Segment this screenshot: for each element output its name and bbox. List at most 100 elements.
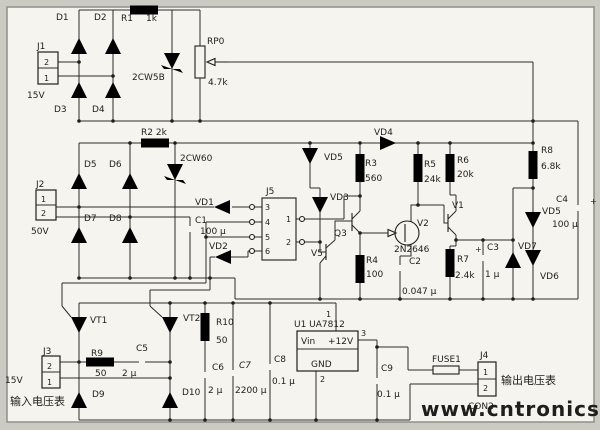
label-u1-gnd: GND <box>311 360 332 370</box>
label-j1-pin1: 1 <box>44 74 49 83</box>
label-vd5-right: VD5 <box>542 207 561 217</box>
label-vd3: VD3 <box>330 193 349 203</box>
label-c7-value: 2200 μ <box>235 386 267 396</box>
label-vd5-left: VD5 <box>324 153 343 163</box>
rp0-wiper-arrow <box>205 57 216 67</box>
connector-j4 <box>477 361 497 397</box>
label-j2: J2 <box>35 180 44 190</box>
connector-j1 <box>37 51 59 85</box>
watermark: www.cntronics.com <box>421 397 600 421</box>
label-r7: R7 <box>457 255 469 265</box>
label-r3: R3 <box>365 159 377 169</box>
label-j5-pin5: 5 <box>265 233 270 242</box>
connector-j2 <box>35 189 57 221</box>
label-r6: R6 <box>457 156 469 166</box>
label-j1-pin2: 2 <box>44 58 49 67</box>
label-2cw60: 2CW60 <box>180 154 213 164</box>
label-d1: D1 <box>56 13 69 23</box>
label-c4: C4 <box>556 195 568 205</box>
resistor-r2 <box>141 138 169 148</box>
label-fuse1: FUSE1 <box>432 355 461 365</box>
label-v5: V5 <box>311 249 323 259</box>
label-j2-pin1: 1 <box>41 195 46 204</box>
label-j5: J5 <box>265 187 274 197</box>
label-q3: Q3 <box>334 229 347 239</box>
label-r8-value: 6.8k <box>541 162 561 172</box>
label-vd6: VD6 <box>540 272 559 282</box>
label-r3-value: 560 <box>365 174 382 184</box>
label-2cw5b: 2CW5B <box>132 73 165 83</box>
label-input-voltmeter: 输入电压表 <box>10 394 65 408</box>
label-d2: D2 <box>94 13 107 23</box>
label-rp0-value: 4.7k <box>208 78 228 88</box>
label-c3-value: 1 μ <box>485 270 500 280</box>
label-d7: D7 <box>84 214 97 224</box>
label-j1-voltage: 15V <box>27 91 45 101</box>
label-r2: R2 2k <box>141 128 168 138</box>
connectors <box>35 51 497 397</box>
label-r10-value: 50 <box>216 336 228 346</box>
label-j5-pin3: 3 <box>265 203 270 212</box>
fuse-fuse1 <box>432 365 460 375</box>
label-j4-conn: CON2 <box>468 402 494 412</box>
resistor-r7 <box>445 249 455 277</box>
label-j2-pin2: 2 <box>41 209 46 218</box>
label-c9-value: 0.1 μ <box>377 390 400 400</box>
label-c6-value: 2 μ <box>208 386 223 396</box>
pulse-transformer-j5 <box>248 197 306 261</box>
connector-j3 <box>41 355 61 389</box>
label-d3: D3 <box>54 105 67 115</box>
label-d8: D8 <box>109 214 122 224</box>
label-j3-voltage: 15V <box>5 376 23 386</box>
resistor-r6 <box>445 154 455 182</box>
label-c8-value: 0.1 μ <box>272 377 295 387</box>
resistor-r3 <box>355 154 365 182</box>
label-output-voltmeter: 输出电压表 <box>501 373 556 387</box>
label-v2-part: 2N2646 <box>394 245 430 255</box>
label-rp0: RP0 <box>207 37 225 47</box>
label-r7-value: 2.4k <box>455 271 475 281</box>
label-j1: J1 <box>36 42 45 52</box>
label-j3-pin1: 1 <box>47 378 52 387</box>
label-r10: R10 <box>216 318 234 328</box>
label-vd2: VD2 <box>209 242 228 252</box>
labels: D1 D2 R1 1k D3 D4 J1 2 1 15V 2CW5B RP0 4… <box>5 13 597 412</box>
junction-dots <box>77 60 535 422</box>
label-vt1: VT1 <box>90 316 107 326</box>
label-r1: R1 <box>121 14 133 24</box>
ujt-emitter-arrow <box>387 228 398 238</box>
label-r5: R5 <box>424 160 436 170</box>
label-r4-value: 100 <box>366 270 383 280</box>
resistor-r8 <box>528 151 538 179</box>
label-r6-value: 20k <box>457 170 474 180</box>
label-u1-pin1: 1 <box>326 310 331 319</box>
label-d6: D6 <box>109 160 122 170</box>
label-vd4: VD4 <box>374 128 393 138</box>
label-c5: C5 <box>136 344 148 354</box>
regulator-u1-box <box>296 330 359 372</box>
resistor-r10 <box>200 313 210 341</box>
label-d5: D5 <box>84 160 97 170</box>
label-d9: D9 <box>92 390 105 400</box>
resistor-r5 <box>413 154 423 182</box>
label-c1: C1 <box>195 216 207 226</box>
label-j5-pin4: 4 <box>265 218 270 227</box>
label-u1: U1 UA7812 <box>294 320 345 330</box>
label-r9: R9 <box>91 349 103 359</box>
label-u1-pin2: 2 <box>320 375 325 384</box>
label-v2: V2 <box>417 219 429 229</box>
resistor-r4 <box>355 255 365 283</box>
label-u1-pin3: 3 <box>361 329 366 338</box>
label-j5-pin1: 1 <box>286 215 291 224</box>
label-v1: V1 <box>452 201 464 211</box>
label-c4-plus: + <box>590 197 597 206</box>
label-vd1: VD1 <box>195 198 214 208</box>
label-j4-pin2: 2 <box>483 384 488 393</box>
label-r9-value: 50 <box>95 369 107 379</box>
label-c5-value: 2 μ <box>122 369 137 379</box>
label-r5-value: 24k <box>424 175 441 185</box>
label-u1-vin: Vin <box>301 337 315 347</box>
label-j5-pin2: 2 <box>286 238 291 247</box>
label-r8: R8 <box>541 146 553 156</box>
